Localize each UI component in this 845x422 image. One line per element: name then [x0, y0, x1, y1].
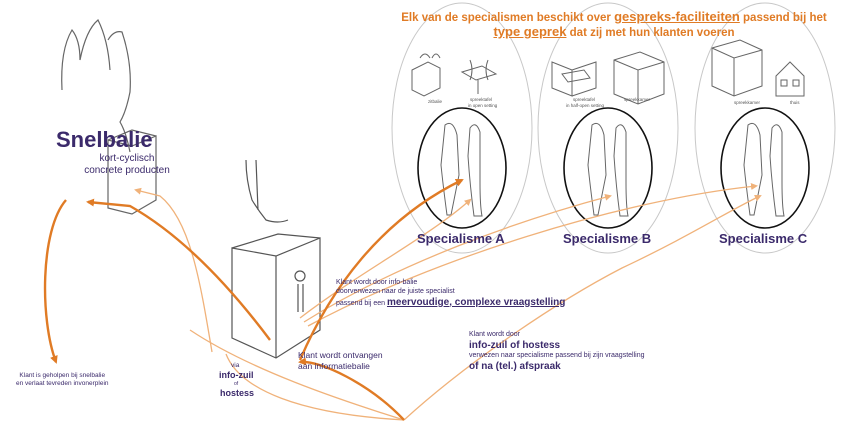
geholpen-note-1: Klant is geholpen bij snelbalie [19, 372, 106, 379]
specialist-figures-a [440, 122, 483, 217]
info-zuil-label: info-zuil [219, 370, 254, 380]
label-thuis: thuis [790, 100, 800, 105]
info-balie-note-bold: meervoudige, complexe vraagstelling [386, 296, 566, 308]
snelbalie-sketch-icon [61, 19, 157, 215]
info-zuil-note: Klant wordt door info-zuil of hostess ve… [469, 331, 644, 374]
heading-line2-link: type geprek [493, 24, 567, 40]
label-spreektafel-open-sub: in open setting [468, 103, 498, 108]
info-balie-sketch-icon [231, 159, 321, 359]
thuis-house-icon [775, 61, 805, 97]
ontvangen-note-2: aan informatiebalie [298, 360, 370, 371]
label-spreektafel-open: spreektafel [470, 97, 493, 102]
label-spreekkamer-2: spreekkamer [734, 100, 761, 105]
hostess-label: hostess [220, 388, 255, 398]
info-balie-note-2: doorverwezen naar de juiste specialist [336, 287, 455, 295]
specialism-b-label: Specialisme B [563, 231, 652, 246]
specialism-b-zone [537, 2, 679, 254]
ontvangen-note-1: Klant wordt ontvangen [298, 350, 383, 360]
spreekkamer-sketch-icon-1 [613, 51, 665, 105]
label-spreektafel-half: spreektafel [573, 97, 596, 102]
zitbalie-sketch-icon [411, 53, 441, 97]
info-balie-note-3: passend bij een [336, 299, 387, 307]
specialism-c-label: Specialisme C [719, 231, 808, 246]
label-spreektafel-half-sub: in half-open setting [566, 103, 605, 108]
ontvangen-note: Klant wordt ontvangen aan informatiebali… [298, 350, 383, 371]
facilities-heading: Elk van de specialismen beschikt over ge… [394, 9, 834, 40]
specialism-c-zone [694, 2, 836, 254]
light-flow-lines [134, 183, 762, 421]
snelbalie-title: Snelbalie [56, 127, 153, 152]
specialism-b-ellipse [563, 107, 653, 229]
snelbalie-subtitle-1: kort-cyclisch [99, 153, 155, 164]
label-zitbalie: zitbalie [428, 99, 443, 104]
specialism-a-label: Specialisme A [417, 231, 505, 246]
spreektafel-half-sketch-icon [551, 61, 597, 97]
via-label: via [231, 362, 240, 369]
label-spreekkamer-1: spreekkamer [624, 97, 651, 102]
spreekkamer-sketch-icon-2 [711, 39, 763, 97]
snelbalie-subtitle-2: concrete producten [84, 165, 170, 176]
heading-line1-post: passend bij het [739, 12, 827, 24]
heading-line1-pre: Elk van de specialismen beschikt over [401, 12, 615, 24]
heading-line1-link: gespreks-faciliteiten [614, 9, 740, 24]
of-label: of [234, 381, 239, 387]
info-zuil-note-1: Klant wordt door [469, 331, 520, 338]
main-flow-lines [43, 178, 464, 421]
info-zuil-note-2: verwezen naar specialisme passend bij zi… [469, 352, 645, 360]
info-balie-note-1: Klant wordt door info-balie [336, 279, 418, 286]
specialism-a-ellipse [417, 107, 507, 229]
info-zuil-note-bold: info-zuil of hostess [469, 339, 561, 351]
geholpen-note-2: en verlaat tevreden invonerplein [16, 380, 109, 388]
heading-line2-post: dat zij met hun klanten voeren [566, 27, 735, 40]
spreektafel-open-sketch-icon [460, 59, 498, 94]
specialist-figures-c [743, 122, 785, 217]
info-balie-note: Klant wordt door info-balie doorverwezen… [336, 279, 565, 309]
geholpen-note: Klant is geholpen bij snelbalie en verla… [16, 372, 109, 388]
specialism-a-zone [391, 2, 533, 254]
specialist-figures-b [587, 122, 629, 217]
info-zuil-note-3: of na (tel.) afspraak [469, 361, 561, 372]
specialism-c-ellipse [720, 107, 810, 229]
